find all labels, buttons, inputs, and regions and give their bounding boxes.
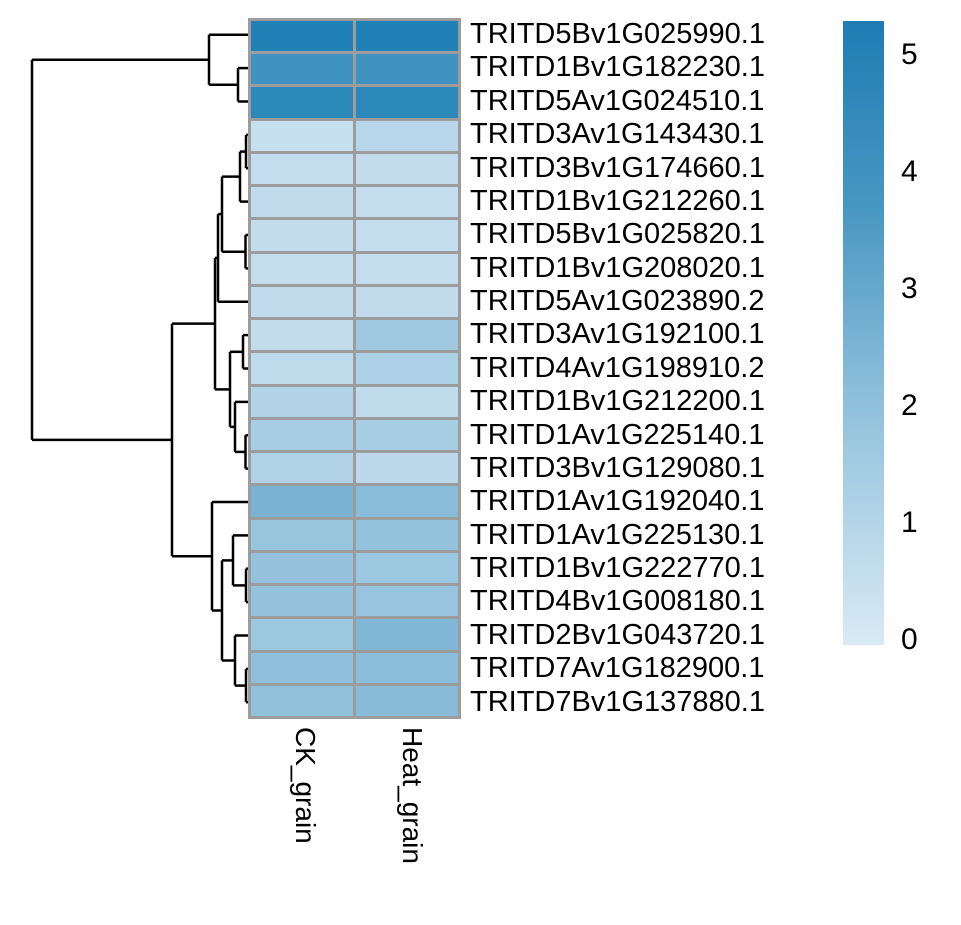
heatmap-cell	[251, 619, 353, 650]
legend-colorbar	[843, 21, 884, 645]
heatmap-cell	[356, 253, 458, 284]
heatmap-cell	[356, 386, 458, 417]
row-label: TRITD4Av1G198910.2	[470, 351, 765, 384]
row-label: TRITD5Av1G023890.2	[470, 285, 765, 317]
heatmap-cell	[251, 153, 353, 185]
legend-tick-label: 5	[901, 38, 918, 71]
heatmap-cell	[251, 353, 353, 384]
row-label: TRITD1Av1G192040.1	[470, 485, 765, 518]
row-label: TRITD1Bv1G182230.1	[470, 51, 765, 84]
heatmap-cell	[356, 353, 458, 384]
heatmap-cell	[251, 519, 353, 550]
heatmap-cell	[251, 120, 353, 151]
row-label: TRITD4Bv1G008180.1	[470, 585, 765, 618]
heatmap-cell	[251, 586, 353, 617]
row-label: TRITD1Bv1G222770.1	[470, 552, 765, 584]
heatmap-cell	[356, 286, 458, 318]
heatmap-cell	[251, 286, 353, 318]
row-label: TRITD2Bv1G043720.1	[470, 618, 765, 651]
heatmap-cell	[251, 685, 353, 716]
row-label: TRITD3Bv1G174660.1	[470, 151, 765, 184]
row-label: TRITD5Bv1G025990.1	[470, 18, 765, 50]
heatmap-cell	[356, 54, 458, 85]
row-label: TRITD7Av1G182900.1	[470, 652, 765, 685]
heatmap-cell	[356, 419, 458, 451]
heatmap-cell	[356, 187, 458, 218]
heatmap-cell	[356, 586, 458, 617]
heatmap-cell	[356, 153, 458, 185]
legend-tick-label: 3	[901, 272, 918, 305]
row-label: TRITD5Av1G024510.1	[470, 84, 765, 117]
row-label: TRITD3Bv1G129080.1	[470, 451, 765, 484]
column-label: CK_grain	[290, 727, 321, 844]
heatmap-cell	[251, 386, 353, 417]
legend-tick-label: 1	[901, 506, 918, 539]
legend-tick-label: 2	[901, 389, 918, 422]
legend-tick-label: 4	[901, 155, 918, 188]
row-label: TRITD3Av1G192100.1	[470, 318, 765, 351]
legend-tick-label: 0	[901, 623, 918, 656]
row-label: TRITD1Av1G225130.1	[470, 518, 765, 551]
heatmap-cell	[251, 552, 353, 584]
row-label: TRITD1Bv1G208020.1	[470, 251, 765, 284]
heatmap-cell	[356, 320, 458, 351]
heatmap-cell	[356, 453, 458, 484]
heatmap-cell	[356, 87, 458, 118]
heatmap-cell	[251, 453, 353, 484]
heatmap-cell	[356, 619, 458, 650]
heatmap-cell	[356, 652, 458, 683]
row-label: TRITD1Av1G225140.1	[470, 418, 765, 451]
heatmap-cell	[356, 552, 458, 584]
heatmap-cell	[251, 21, 353, 52]
row-label: TRITD1Bv1G212260.1	[470, 184, 765, 217]
heatmap-cell	[356, 685, 458, 716]
heatmap-cell	[356, 519, 458, 550]
heatmap-cell	[251, 187, 353, 218]
heatmap-cell	[251, 652, 353, 683]
heatmap-cell	[251, 320, 353, 351]
row-label: TRITD7Bv1G137880.1	[470, 685, 765, 718]
heatmap-cell	[356, 486, 458, 517]
heatmap-grid	[248, 18, 461, 719]
heatmap-cell	[251, 253, 353, 284]
heatmap-cell	[251, 419, 353, 451]
heatmap-cell	[356, 220, 458, 251]
heatmap-cell	[251, 220, 353, 251]
heatmap-cell	[251, 54, 353, 85]
heatmap-cell	[356, 21, 458, 52]
row-label: TRITD1Bv1G212200.1	[470, 385, 765, 418]
heatmap-cell	[251, 87, 353, 118]
row-label: TRITD3Av1G143430.1	[470, 118, 765, 151]
heatmap-cell	[251, 486, 353, 517]
column-label: Heat_grain	[397, 727, 428, 864]
row-label: TRITD5Bv1G025820.1	[470, 218, 765, 251]
heatmap-cell	[356, 120, 458, 151]
